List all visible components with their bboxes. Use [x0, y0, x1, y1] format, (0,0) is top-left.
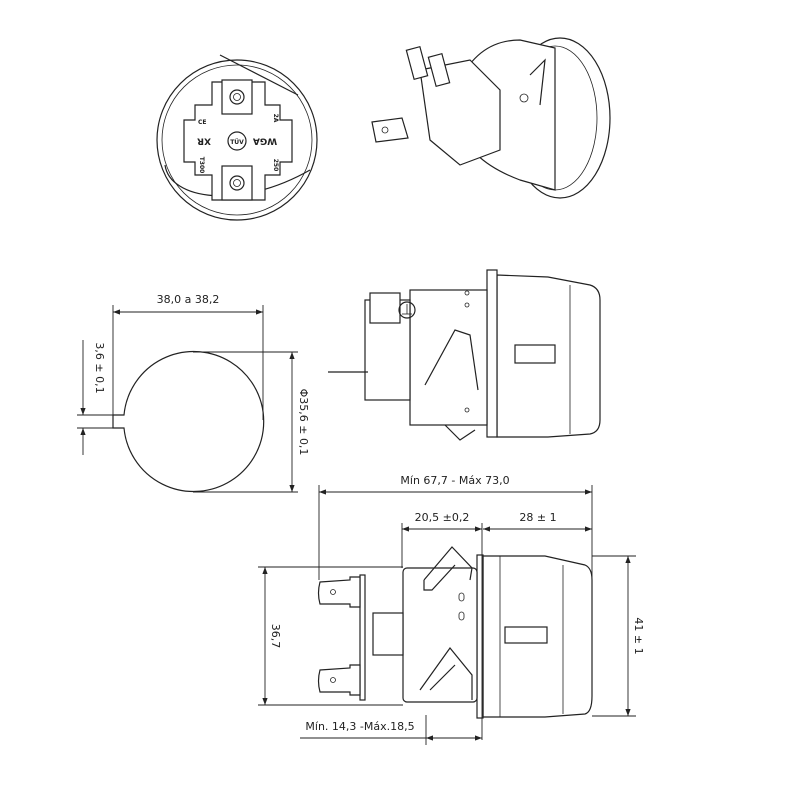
rivet — [464, 290, 470, 296]
outer-ring — [156, 59, 318, 221]
inner-ring — [161, 64, 313, 216]
rivet — [464, 407, 470, 413]
panel-cutout-view: 38,0 a 38,2 3,6 ± 0,1 Φ35,6 ± 0,1 — [77, 293, 310, 493]
terminal-tab — [405, 45, 429, 81]
width-dim-label: 38,0 a 38,2 — [157, 293, 220, 306]
terminal-cross-block — [183, 81, 293, 201]
switch-body — [409, 289, 488, 426]
rivet — [464, 302, 470, 308]
cap-length-label: 28 ± 1 — [519, 511, 556, 524]
ground-symbol-icon — [398, 301, 416, 319]
terminal-tab — [371, 117, 409, 143]
slider-tab — [504, 626, 548, 644]
flange — [486, 269, 498, 438]
notch-dim-label: 3,6 ± 0,1 — [93, 342, 106, 393]
rear-view: TÜV WGA XR 2A 250 T300 CE — [156, 54, 318, 221]
screw-head — [233, 93, 241, 101]
ce-mark: CE — [198, 119, 207, 126]
screw-icon — [229, 175, 245, 191]
side-view-upper — [328, 269, 601, 441]
terminal-tab — [369, 292, 401, 324]
screw-icon — [229, 89, 245, 105]
screw-head — [233, 179, 241, 187]
slider-tab — [514, 344, 556, 364]
spring-wire — [219, 54, 299, 96]
marking-current: 2A — [272, 114, 279, 123]
diameter-dim-label: Φ35,6 ± 0,1 — [297, 389, 310, 456]
terminal-bottom — [221, 165, 253, 201]
terminal-strip — [359, 574, 366, 701]
marking-voltage: 250 — [272, 159, 279, 172]
rivet — [519, 93, 529, 103]
marking-temp: T300 — [198, 157, 205, 174]
terminal-tab-lower — [317, 664, 361, 696]
side-view-dimensioned: Mín 67,7 - Máx 73,0 20,5 ±0,2 28 ± 1 36,… — [258, 474, 645, 745]
terminal-tab — [427, 52, 451, 88]
tab-hole — [330, 589, 336, 595]
cap-height-label: 41 ± 1 — [632, 617, 645, 654]
certification-logo-icon — [227, 131, 247, 151]
isometric-view — [371, 37, 611, 199]
terminal-tab-upper — [317, 576, 361, 608]
spring-clip — [423, 546, 473, 591]
terminal-block — [419, 59, 501, 166]
marking-model: XR — [197, 136, 211, 146]
spring-clip — [419, 647, 473, 700]
overall-length-label: Mín 67,7 - Máx 73,0 — [400, 474, 509, 487]
cutout-outline — [112, 350, 265, 493]
spring-clip — [424, 329, 479, 391]
body-length-label: 20,5 ±0,2 — [415, 511, 470, 524]
terminal-top — [221, 79, 253, 115]
tab-hole — [381, 126, 389, 134]
spring-clip — [444, 424, 476, 441]
terminal-bridge — [372, 612, 404, 656]
body-height-label: 36,7 — [269, 624, 282, 649]
logo-glyph: TÜV — [230, 139, 244, 146]
slot — [458, 592, 465, 602]
panel-thickness-label: Mín. 14,3 -Máx.18,5 — [305, 720, 414, 733]
slot — [458, 611, 465, 621]
marking-brand: WGA — [253, 136, 277, 146]
switch-body — [402, 567, 478, 703]
tab-hole — [330, 677, 336, 683]
spring-clip — [529, 58, 546, 106]
